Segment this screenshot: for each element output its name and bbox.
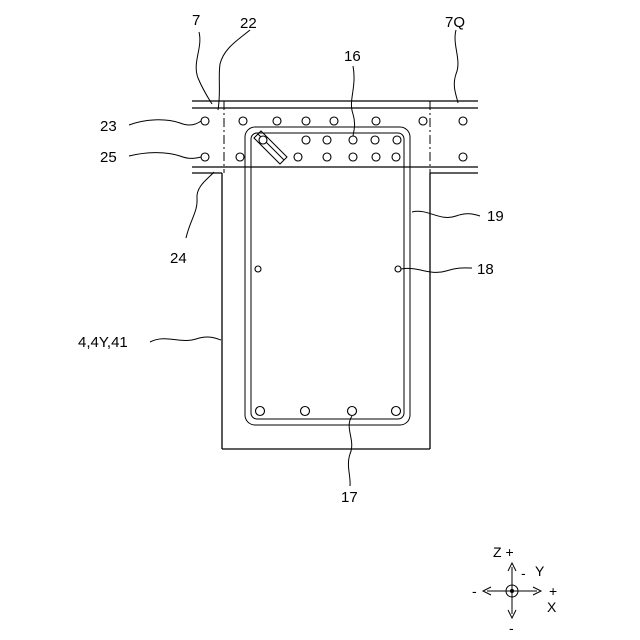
stirrup-hook [254, 131, 287, 164]
axis-x-plus-label: + [549, 583, 557, 599]
label-22: 22 [240, 15, 257, 32]
slab-top-bar [372, 117, 380, 125]
slab-top-bar [330, 117, 338, 125]
label-7: 7 [192, 12, 200, 29]
leader-17 [348, 416, 352, 486]
stirrup [245, 127, 410, 425]
beam-top-bar [349, 136, 357, 144]
slab [192, 101, 478, 173]
axis-x-minus-label: - [472, 583, 477, 599]
slab-top-bars [201, 117, 467, 125]
beam-bottom-bar [392, 407, 401, 416]
slab-bottom-bar [236, 153, 244, 161]
label-18: 18 [477, 261, 494, 278]
reference-labels: 7 22 7Q 16 23 25 19 24 18 4,4Y,41 17 [78, 12, 504, 506]
slab-bottom-bar [323, 153, 331, 161]
side-bars [255, 266, 401, 272]
slab-bottom-bars [201, 153, 467, 161]
beam-bottom-bar [348, 407, 357, 416]
leader-24 [186, 172, 214, 238]
leader-18 [401, 268, 472, 273]
beam-top-bars [259, 136, 401, 144]
coordinate-axes: Z + - Y + X - - [472, 544, 557, 636]
slab-bottom-bar [459, 153, 467, 161]
beam-bottom-bars [256, 407, 401, 416]
label-4-4Y-41: 4,4Y,41 [78, 334, 128, 351]
beam-top-bar [393, 136, 401, 144]
slab-bottom-bar [294, 153, 302, 161]
slab-top-bar [459, 117, 467, 125]
slab-top-bar [201, 117, 209, 125]
slab-top-bar [419, 117, 427, 125]
label-17: 17 [341, 489, 358, 506]
stirrup-inner [251, 133, 404, 419]
side-bar-left [255, 266, 261, 272]
label-7Q: 7Q [445, 14, 465, 31]
slab-top-bar [273, 117, 281, 125]
slab-bottom-bar [372, 153, 380, 161]
leader-22 [218, 30, 250, 110]
leader-4 [150, 337, 221, 342]
slab-bottom-bar [392, 153, 400, 161]
stirrup-outer [245, 127, 410, 425]
label-24: 24 [170, 250, 187, 267]
beam-top-bar [259, 136, 267, 144]
axis-z-minus-label: - [509, 620, 514, 636]
side-bar-right [395, 266, 401, 272]
label-19: 19 [487, 208, 504, 225]
label-16: 16 [344, 48, 361, 65]
leader-25 [129, 153, 201, 159]
beam-top-bar [323, 136, 331, 144]
beam-bottom-bar [301, 407, 310, 416]
beam-bottom-bar [256, 407, 265, 416]
label-23: 23 [100, 118, 117, 135]
leader-19 [412, 211, 480, 217]
leader-7Q [454, 30, 458, 103]
label-25: 25 [100, 149, 117, 166]
axis-y-label: Y [535, 563, 545, 579]
leader-23 [129, 120, 201, 125]
slab-top-bar [239, 117, 247, 125]
leader-7 [196, 32, 212, 104]
axis-y-minus-label: - [521, 565, 526, 581]
axis-x-label: X [547, 599, 557, 615]
slab-bottom-bar [201, 153, 209, 161]
axis-y-dot [510, 589, 514, 593]
beam-top-bar [302, 136, 310, 144]
slab-bottom-bar [349, 153, 357, 161]
beam-top-bar [371, 136, 379, 144]
axis-z-label: Z + [493, 544, 514, 560]
slab-top-bar [302, 117, 310, 125]
